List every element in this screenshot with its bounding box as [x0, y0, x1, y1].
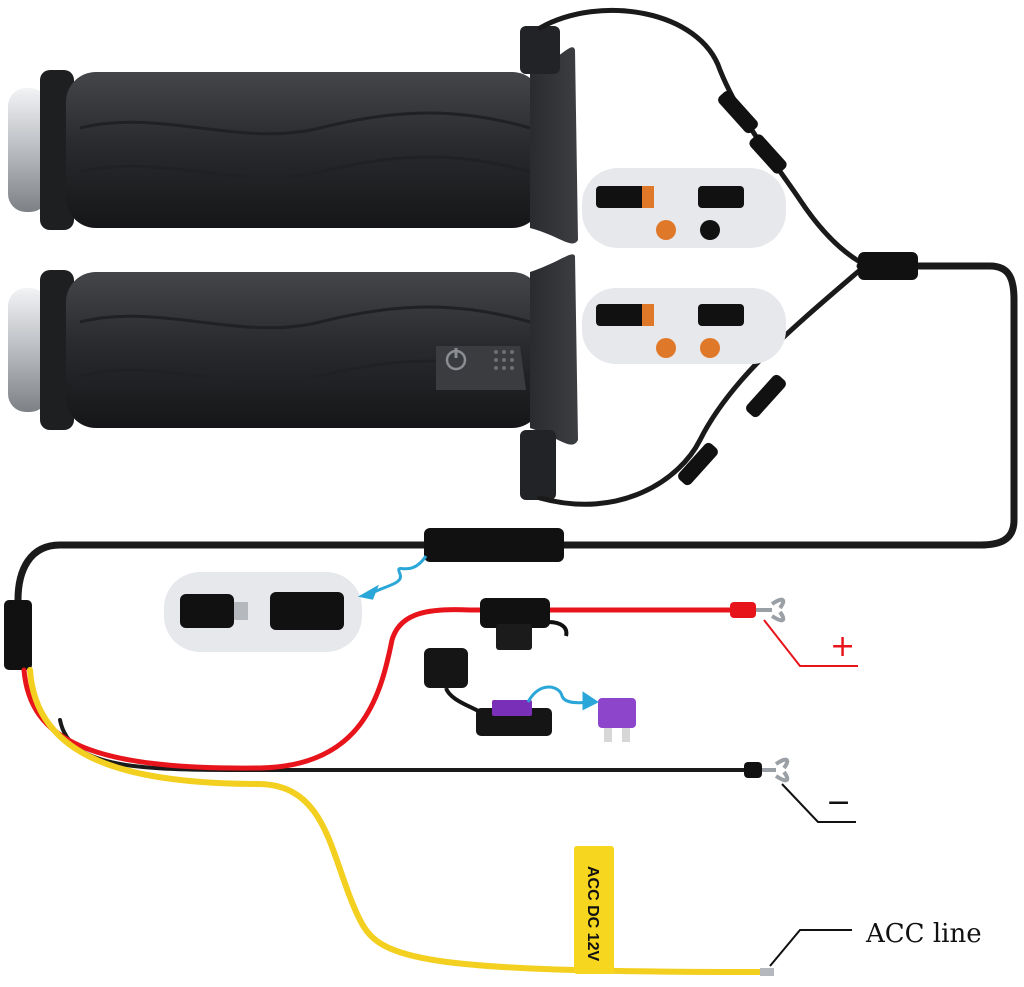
- grip-top-body: [66, 72, 542, 228]
- fork-terminal-positive: [730, 597, 786, 623]
- inline-connector-bottom: [678, 374, 786, 486]
- negative-leader-line: [781, 783, 856, 823]
- grip-bottom: [8, 254, 578, 500]
- grip-top-end-ring: [40, 70, 74, 230]
- inset-sae-connector: [164, 572, 362, 652]
- curved-arrow-icon-2: [526, 685, 599, 711]
- grip-top-wave-2: [79, 155, 531, 180]
- grip-top-flange: [530, 47, 578, 244]
- acc-line-label: ACC line: [865, 919, 982, 949]
- power-icon: [445, 348, 467, 371]
- negative-label: −: [826, 785, 851, 820]
- grip-top-cable-boot: [520, 26, 560, 74]
- y-splitter: [858, 252, 918, 280]
- positive-label: +: [830, 629, 855, 664]
- fuse-icon: [598, 698, 636, 742]
- acc-tag-text: ACC DC 12V: [584, 866, 601, 961]
- acc-leader-line: [769, 929, 852, 967]
- grip-bottom-flange: [530, 254, 578, 445]
- curved-arrow-icon: [357, 555, 428, 600]
- positive-leader-line: [763, 619, 858, 667]
- grip-bottom-end-ring: [40, 270, 74, 430]
- fork-terminal-negative: [744, 757, 790, 783]
- power-button-pad: [436, 346, 526, 390]
- inset-connector-2: [582, 288, 786, 364]
- grip-top: [8, 26, 578, 244]
- yellow-wire: [27, 667, 763, 975]
- cable-sleeve: [4, 600, 32, 670]
- fuse-holder-open: [424, 648, 552, 736]
- grip-bottom-body: [66, 272, 542, 428]
- inline-connector-top: [718, 90, 787, 174]
- inset-connector-1: [582, 168, 786, 248]
- grip-bottom-end-cap: [8, 288, 48, 412]
- fuse-holder: [480, 598, 569, 650]
- sae-connector: [424, 528, 564, 562]
- grip-top-end-cap: [8, 88, 48, 212]
- led-indicator: [494, 350, 514, 370]
- grip-bottom-cable-boot: [520, 430, 556, 500]
- red-wire: [21, 607, 743, 771]
- acc-tag: ACC DC 12V: [574, 846, 614, 974]
- grip-top-wave-1: [79, 111, 531, 136]
- acc-wire-tip: [760, 968, 774, 976]
- grip-bottom-wave-1: [79, 305, 531, 330]
